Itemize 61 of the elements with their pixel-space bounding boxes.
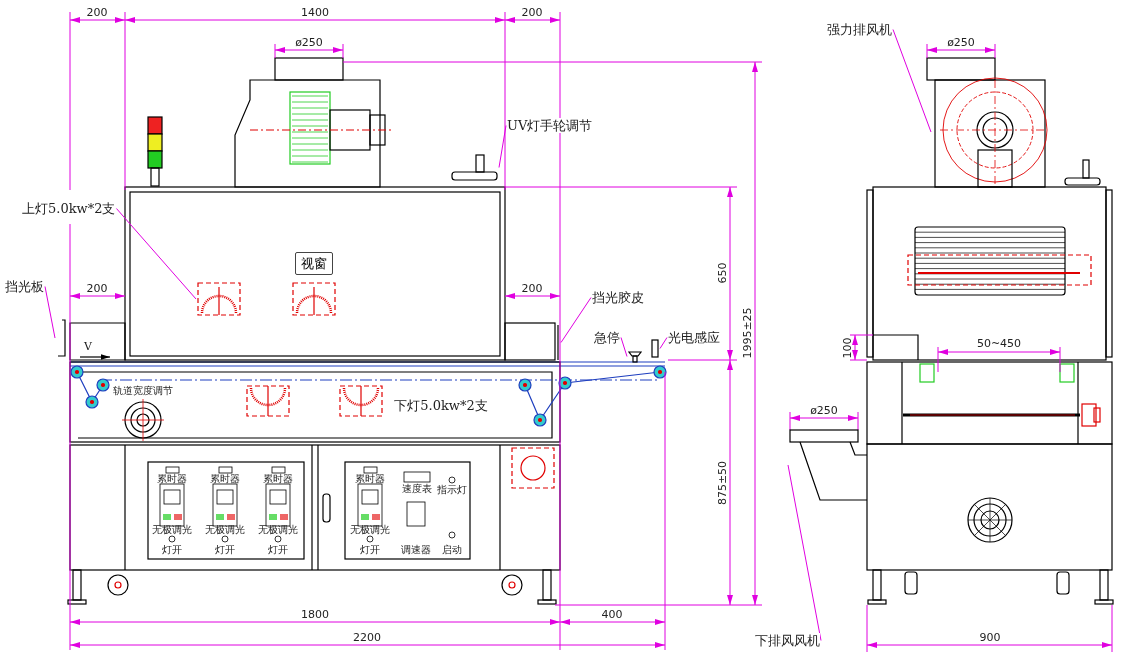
handwheel-drawing (451, 154, 498, 181)
panel-label: 无极调光 (205, 525, 245, 535)
callout-label: 上灯5.0kw*2支 (22, 201, 116, 216)
panel-label: 调速器 (401, 545, 431, 555)
dimension-text: 200 (86, 6, 108, 18)
leader-line (44, 286, 56, 339)
dimension-text: 650 (716, 262, 728, 284)
panel-label: 灯开 (360, 545, 380, 555)
panel-label: 无极调光 (258, 525, 298, 535)
leader-line (115, 208, 197, 300)
callout-label: 急停 (594, 330, 620, 345)
callout-label: 下排风风机 (755, 633, 820, 648)
callout-label: 挡光板 (5, 279, 44, 294)
rubber-strip (556, 324, 560, 361)
exhaust-duct-drawing (789, 429, 868, 501)
dimension-text: 875±50 (716, 460, 728, 506)
callout-label: 强力排风机 (827, 22, 892, 37)
dimension-text: 2200 (353, 631, 381, 643)
dimension-text: 400 (601, 608, 623, 620)
window-label-box: 视窗 (295, 252, 333, 275)
dimension-text: 200 (86, 282, 108, 294)
panel-label: 指示灯 (437, 485, 467, 495)
panel-label: 灯开 (268, 545, 288, 555)
panel-label: 累时器 (355, 474, 385, 484)
leader-line (620, 337, 628, 357)
dimension-text: 200 (521, 282, 543, 294)
leader-line (560, 297, 592, 343)
direction-label: V (84, 340, 92, 352)
leader-line (659, 337, 668, 349)
callout-label: 挡光胶皮 (592, 290, 644, 305)
panel-label: 累时器 (210, 474, 240, 484)
dimension-text: ø250 (295, 36, 323, 48)
dimension-text: 1995±25 (741, 307, 753, 359)
callout-label: UV灯手轮调节 (507, 118, 593, 133)
dimension-text: ø250 (947, 36, 975, 48)
sensor-box (651, 339, 659, 358)
panel-label: 累时器 (263, 474, 293, 484)
panel-label: 启动 (442, 545, 462, 555)
panel-label: 灯开 (215, 545, 235, 555)
panel-label: 速度表 (402, 484, 432, 494)
exhaust-fan-drawing (932, 76, 1050, 188)
dimension-text: 200 (521, 6, 543, 18)
panel-label: 无极调光 (350, 525, 390, 535)
dimension-text: ø250 (810, 404, 838, 416)
leader-line (892, 29, 932, 133)
dimension-text: 50~450 (976, 337, 1022, 349)
dimension-text: 100 (841, 337, 853, 359)
panel-label: 无极调光 (152, 525, 192, 535)
panel-label: 灯开 (162, 545, 182, 555)
dimension-text: 1800 (301, 608, 329, 620)
part-label: 下灯5.0kw*2支 (394, 398, 488, 412)
panel-label: 累时器 (157, 474, 187, 484)
dimension-text: 1400 (301, 6, 329, 18)
leader-line (787, 464, 822, 641)
lamp-drawing (197, 282, 241, 316)
emergency-stop-button (628, 350, 642, 363)
leader-line (498, 125, 507, 168)
light-shield-plate (56, 319, 66, 357)
part-label: 轨道宽度调节 (113, 386, 173, 396)
callout-label: 光电感应 (668, 330, 720, 345)
dimension-text: 900 (979, 631, 1001, 643)
